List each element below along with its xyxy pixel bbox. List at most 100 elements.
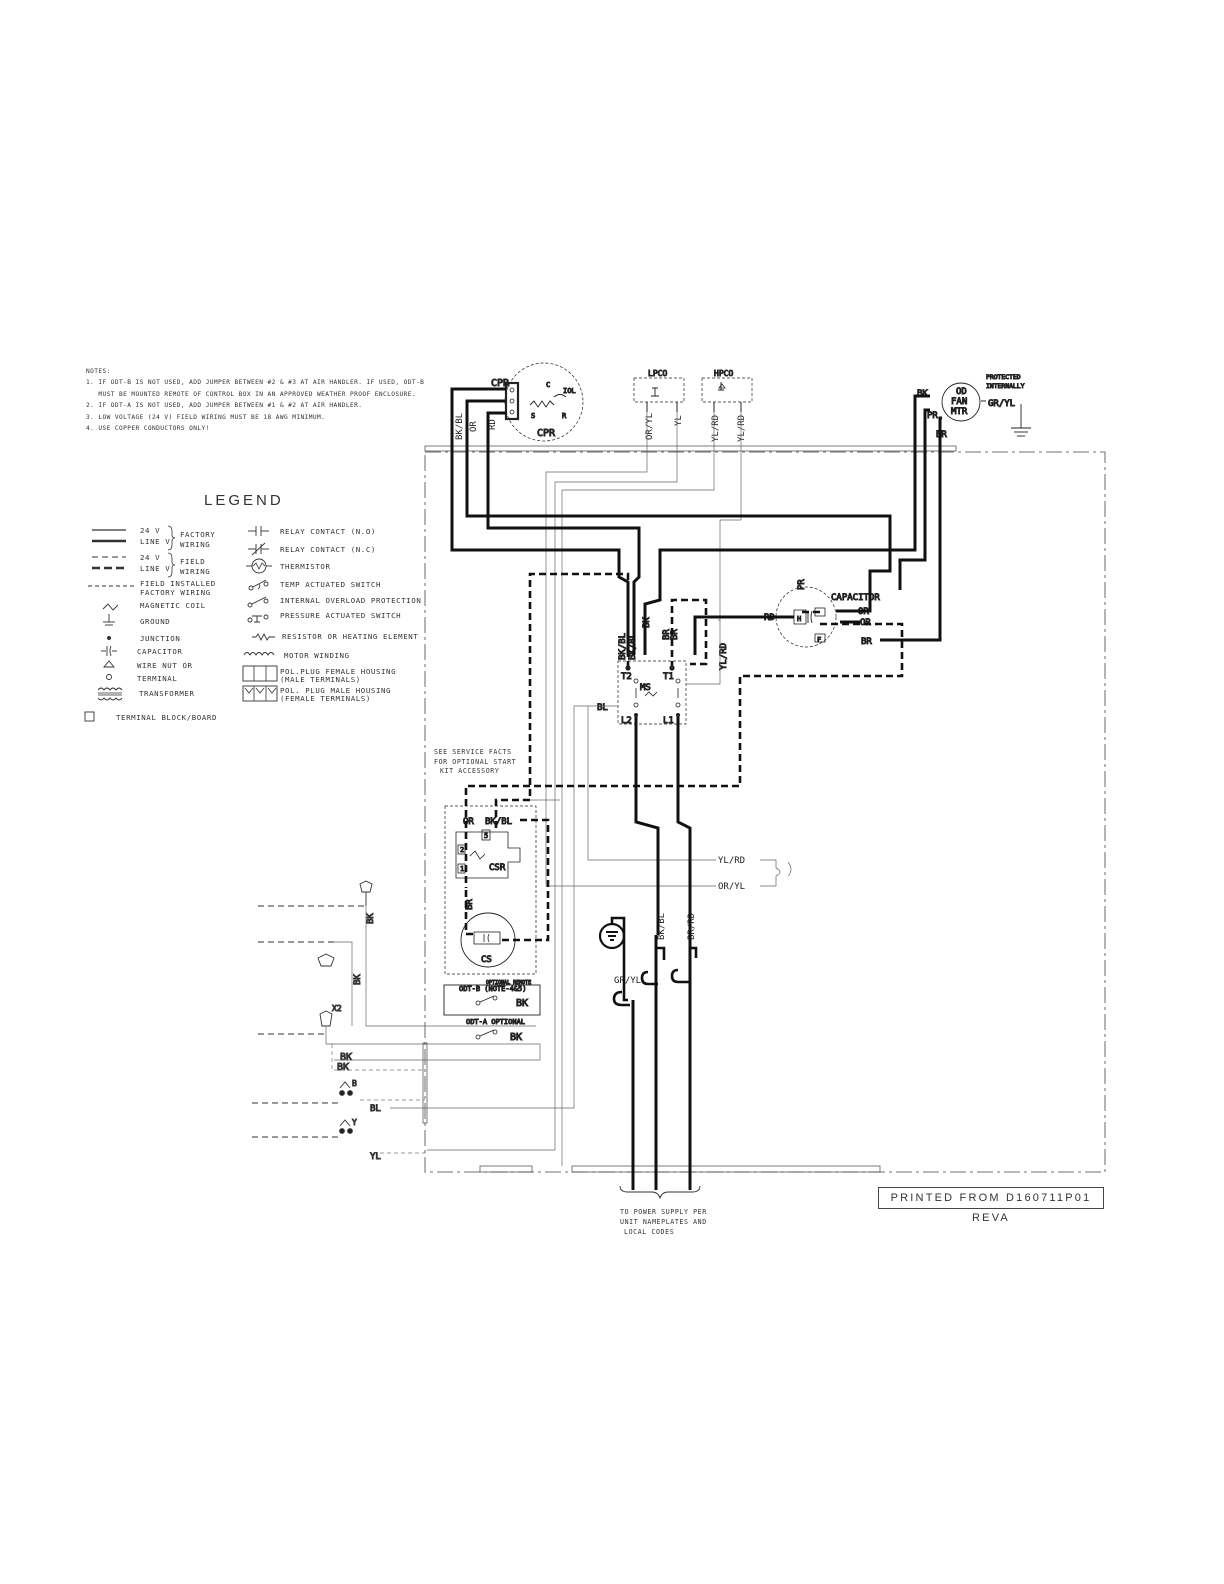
bk-label-fan: BK	[917, 389, 928, 399]
notes-heading: NOTES:	[86, 368, 111, 375]
field-installed-wires	[464, 572, 904, 942]
field-dashed-wires	[331, 1044, 425, 1154]
br-label-cs: BR	[465, 899, 475, 910]
br-label-ms-1: BR	[662, 629, 672, 640]
pr-label-cap: PR	[797, 579, 807, 590]
legend-factory-2: WIRING	[180, 540, 211, 549]
br-rd-label-power: BR/RD	[687, 913, 697, 940]
ms-t2-label: T2	[621, 672, 632, 682]
or-label-top: OR	[469, 421, 479, 432]
legend-resistor: RESISTOR OR HEATING ELEMENT	[282, 632, 419, 641]
hpco-switch: HPCO	[701, 369, 753, 412]
ms-l2-label: L2	[621, 716, 632, 726]
or-yl-label-top: OR/YL	[645, 413, 655, 440]
odt-thermostats: OPTIONAL REMOTE ODT-B (NOTE-4&5) BK ODT-…	[443, 980, 541, 1044]
contactor-ms: T2 T1 L2 L1 MS BL BK/BL BK/BL BK BR BR Y…	[597, 616, 730, 726]
od-label: OD	[956, 387, 967, 397]
ground-lug	[598, 916, 630, 1007]
csr-pin-2: 2	[460, 846, 464, 854]
cap-f-label: F	[817, 636, 821, 644]
legend-female-2: (MALE TERMINALS)	[280, 675, 361, 684]
bl-label-field: BL	[370, 1104, 381, 1114]
service-facts-line-1: SEE SERVICE FACTS	[434, 748, 512, 756]
legend-transformer: TRANSFORMER	[139, 689, 195, 698]
line-voltage-wires	[450, 387, 942, 1190]
legend-title: LEGEND	[204, 492, 284, 509]
hpco-label: HPCO	[714, 369, 733, 378]
yl-rd-label-top-1: YL/RD	[711, 415, 721, 442]
yl-rd-label-right: YL/RD	[718, 856, 745, 866]
legend-24v-a: 24 V	[140, 526, 161, 535]
service-facts-line-2: FOR OPTIONAL START	[434, 757, 517, 766]
x2-label: X2	[332, 1004, 342, 1013]
legend-field-2: WIRING	[180, 567, 211, 576]
cpr-iol-label: IOL	[563, 387, 576, 395]
legend-relay-nc: RELAY CONTACT (N.C)	[280, 545, 376, 554]
legend-terminal-block: TERMINAL BLOCK/BOARD	[116, 713, 217, 722]
air-handler-terminals: BK BK X2 B Y BK BK BL YL	[252, 880, 381, 1163]
legend-linev-a: LINE V	[140, 537, 171, 546]
legend-magnetic-coil: MAGNETIC COIL	[140, 601, 206, 610]
cpr-label-top: CPR	[491, 378, 510, 389]
legend-factory-1: FACTORY	[180, 530, 216, 539]
top-wire-labels: BK/BL OR RD OR/YL YL YL/RD YL/RD	[455, 413, 747, 442]
legend-thermistor: THERMISTOR	[280, 562, 331, 571]
legend-motor-winding: MOTOR WINDING	[284, 651, 350, 660]
csr-label: CSR	[489, 863, 506, 873]
terminal-dots	[625, 665, 680, 717]
bl-label-ms: BL	[597, 703, 608, 713]
bk-bl-label-csr: BK/BL	[485, 817, 512, 827]
legend-field-installed-2: FACTORY WIRING	[140, 588, 211, 597]
power-supply-line-3: LOCAL CODES	[624, 1228, 675, 1236]
power-supply-line-1: TO POWER SUPPLY PER	[620, 1208, 707, 1216]
ms-l1-label: L1	[663, 716, 674, 726]
ms-t1-label: T1	[663, 672, 674, 682]
cpr-s-label: S	[531, 412, 535, 420]
start-kit: OR BK/BL 5 2 1 CSR BR CS	[444, 805, 537, 975]
legend-overload: INTERNAL OVERLOAD PROTECTION	[280, 596, 422, 605]
protected-label-2: INTERNALLY	[986, 382, 1025, 390]
ms-label: MS	[640, 683, 651, 693]
cpr-r-label: R	[562, 412, 567, 420]
y-label: Y	[352, 1118, 357, 1127]
bk-label-field-2: BK	[353, 974, 363, 985]
legend-male-2: (FEMALE TERMINALS)	[280, 694, 371, 703]
gr-yl-label-fan: GR/YL	[988, 399, 1015, 409]
bk-bl-label-power: BK/BL	[657, 913, 667, 940]
note-2: 2. IF ODT-A IS NOT USED, ADD JUMPER BETW…	[86, 402, 363, 410]
legend-symbols	[84, 525, 278, 722]
fan-label: FAN	[951, 397, 967, 407]
run-capacitor: CAPACITOR H F RD PR OR OR BR	[764, 578, 881, 647]
legend-junction: JUNCTION	[140, 634, 181, 643]
legend-field-installed-1: FIELD INSTALLED	[140, 579, 216, 588]
yl-rd-label-ms: YL/RD	[719, 643, 729, 670]
gr-yl-label-power: GR/YL	[614, 976, 641, 986]
yl-rd-label-top-2: YL/RD	[737, 415, 747, 442]
br-label-cap: BR	[861, 637, 872, 647]
power-brace	[619, 1185, 701, 1200]
bk-label-field-4: BK	[337, 1062, 349, 1073]
bk-label-field-3: BK	[340, 1052, 352, 1063]
bk-label-odt-a: BK	[510, 1032, 522, 1043]
yl-label-top: YL	[674, 415, 684, 426]
legend-temp-switch: TEMP ACTUATED SWITCH	[280, 580, 381, 589]
legend-wire-nut-1: WIRE NUT OR	[137, 661, 193, 670]
optional-remote-label: OPTIONAL REMOTE	[486, 980, 531, 986]
legend-male-1: POL. PLUG MALE HOUSING	[280, 686, 392, 695]
cap-h-label: H	[797, 615, 801, 623]
note-3: 3. LOW VOLTAGE (24 V) FIELD WIRING MUST …	[86, 413, 326, 421]
cpr-label-bottom: CPR	[537, 428, 556, 439]
od-fan-motor: OD FAN MTR BK PR BR GR/YL PROTECTED INTE…	[917, 373, 1031, 441]
lpco-switch: LPCO	[633, 369, 685, 412]
bk-label-field-1: BK	[366, 913, 376, 924]
bk-label-ms: BK	[642, 617, 652, 628]
or-label-csr: OR	[463, 817, 474, 827]
capacitor-label: CAPACITOR	[831, 593, 880, 603]
lpco-label: LPCO	[648, 369, 667, 378]
printed-from-box: PRINTED FROM D160711P01 REVA	[878, 1187, 1104, 1224]
note-1b: MUST BE MOUNTED REMOTE OF CONTROL BOX IN…	[86, 390, 417, 398]
power-wire-labels: GR/YL BK/BL BR/RD YL/RD OR/YL	[614, 856, 745, 986]
note-4: 4. USE COPPER CONDUCTORS ONLY!	[86, 425, 210, 433]
low-voltage-wires	[325, 412, 792, 1166]
